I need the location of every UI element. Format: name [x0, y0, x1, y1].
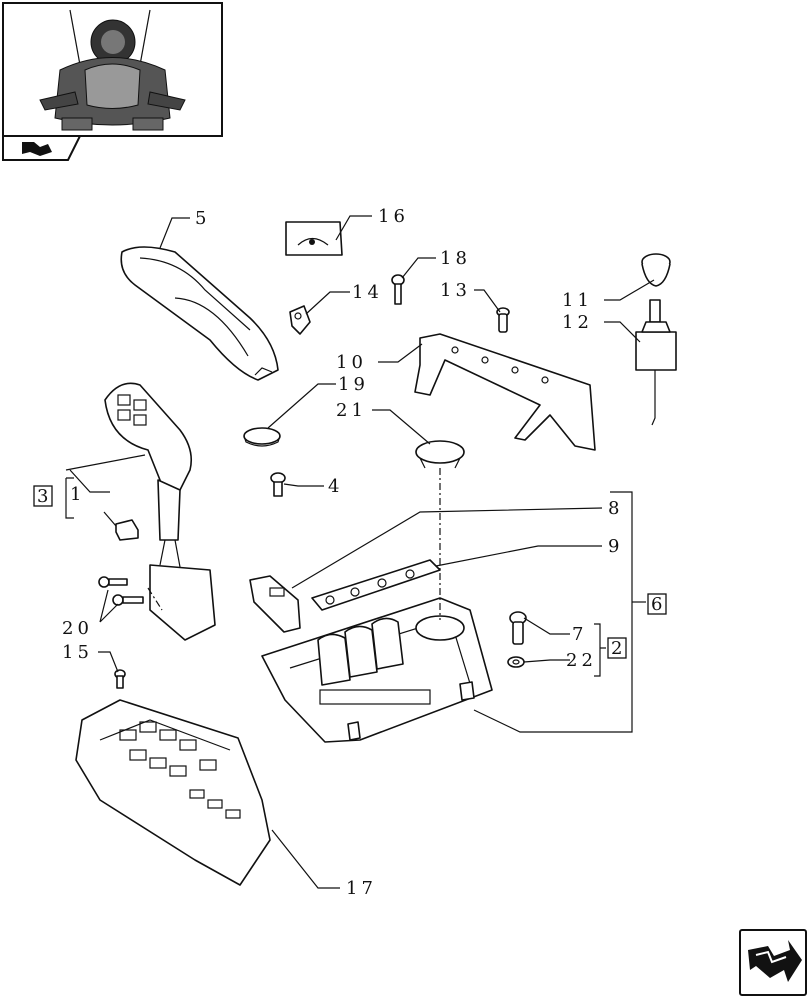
part-7-screw	[509, 611, 527, 645]
callout-8: 8	[608, 498, 623, 519]
group-callout-2[interactable]: 2	[607, 637, 627, 659]
callout-4: 4	[328, 476, 343, 497]
callout-12: 12	[562, 312, 593, 333]
callout-18: 18	[440, 248, 471, 269]
callout-9: 9	[608, 536, 623, 557]
alignment-line-switch	[147, 587, 163, 611]
part-5-cover	[120, 246, 279, 381]
part-4-screw	[270, 472, 286, 497]
part-6-console	[261, 597, 493, 743]
callout-2: 2	[611, 638, 626, 659]
part-17-control-unit	[75, 699, 271, 886]
callout-14: 14	[352, 282, 383, 303]
callout-21: 21	[336, 400, 367, 421]
part-8-switch-block	[249, 575, 301, 633]
part-1-block	[115, 519, 139, 541]
callout-15: 15	[62, 642, 93, 663]
group-callout-6[interactable]: 6	[647, 593, 667, 615]
next-page-arrow-icon	[748, 940, 802, 982]
callout-13: 13	[440, 280, 471, 301]
part-19-grommet	[243, 427, 281, 447]
part-21-cap	[415, 440, 465, 469]
part-11-knob	[641, 253, 671, 287]
callout-19: 19	[338, 374, 369, 395]
callout-11: 11	[562, 290, 593, 311]
callout-6: 6	[651, 594, 666, 615]
part-18-screw	[391, 274, 405, 305]
callout-1: 1	[70, 484, 85, 505]
callout-10: 10	[336, 352, 367, 373]
part-13-pin	[496, 307, 510, 333]
part-20-screws	[98, 576, 144, 606]
part-22-washer	[507, 656, 525, 668]
callout-20: 20	[62, 618, 93, 639]
part-3-joystick	[104, 382, 216, 641]
part-15-screw	[114, 669, 126, 689]
callout-7: 7	[572, 624, 587, 645]
callout-22: 22	[566, 650, 597, 671]
callout-5: 5	[195, 208, 210, 229]
callout-3: 3	[37, 486, 52, 507]
part-9-plate	[311, 559, 441, 611]
callout-17: 17	[346, 878, 377, 899]
part-14-clip	[289, 305, 311, 335]
overview-thumbnail[interactable]	[2, 2, 223, 161]
group-callout-3[interactable]: 3	[33, 485, 53, 507]
leader-lines	[65, 215, 655, 889]
thumbnail-arrow-icon	[22, 142, 52, 156]
part-12-switch	[635, 299, 677, 426]
part-10-bracket	[414, 333, 596, 451]
callout-labels: 5 16 18 14 13 11 12 10 19 21 4 1 8 9 7 2…	[62, 206, 623, 899]
callout-16: 16	[378, 206, 409, 227]
part-16-decal	[285, 221, 343, 256]
